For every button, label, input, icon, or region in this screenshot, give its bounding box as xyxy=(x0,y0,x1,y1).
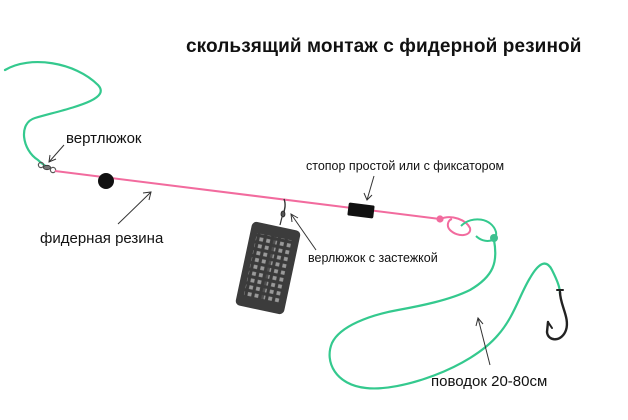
feeder-rubber-label: фидерная резина xyxy=(40,230,164,247)
leader-line xyxy=(328,238,562,390)
leader-label: поводок 20-80см xyxy=(431,373,548,390)
swivel-label: вертлюжок xyxy=(66,130,142,147)
main-line xyxy=(3,60,102,170)
feeder-rubber-line xyxy=(54,170,441,220)
feeder-cage-icon xyxy=(235,221,301,315)
arrow-leader xyxy=(475,316,491,366)
arrow-feeder-rubber xyxy=(117,191,152,225)
hook-icon xyxy=(545,289,569,341)
snap-swivel-icon xyxy=(279,198,286,226)
arrow-stopper xyxy=(363,175,375,201)
arrow-snap-swivel xyxy=(290,213,317,251)
page-title: скользящий монтаж с фидерной резиной xyxy=(186,36,582,57)
snap-swivel-label: верлюжок с застежкой xyxy=(308,251,438,265)
loop-connection xyxy=(436,215,498,242)
swivel-icon xyxy=(37,161,57,174)
stopper-icon xyxy=(347,202,375,219)
bead-icon xyxy=(98,173,114,189)
arrow-swivel xyxy=(48,144,65,163)
stopper-label: стопор простой или с фиксатором xyxy=(306,159,505,173)
